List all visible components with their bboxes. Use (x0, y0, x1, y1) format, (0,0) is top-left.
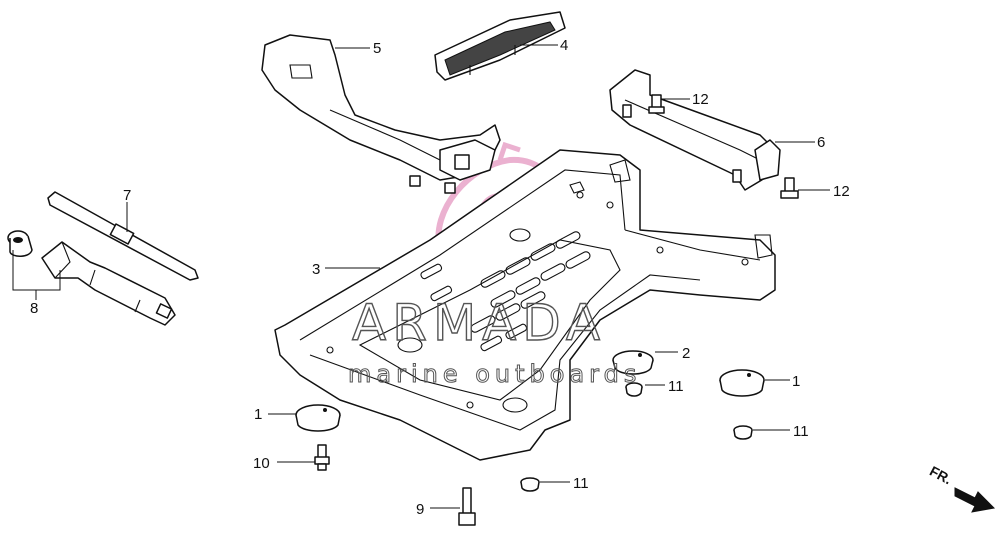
part-8-socket-wrench (7, 230, 176, 326)
part-2-grommet (612, 350, 654, 375)
leader-lines (12, 44, 830, 509)
part-6-bracket (609, 69, 781, 191)
front-direction-label: FR. (927, 463, 954, 488)
callout-4: 4 (560, 37, 568, 54)
part-5-bracket (261, 34, 501, 194)
watermark: ARMADA marine outboards (348, 293, 641, 388)
callout-11b: 11 (793, 423, 809, 440)
front-direction-arrow-icon: FR. (927, 463, 996, 513)
part-1-grommet-right (719, 369, 765, 397)
part-12-bolt-b (780, 177, 799, 199)
watermark-brand: ARMADA (352, 294, 606, 352)
part-10-stud (314, 444, 330, 471)
watermark-tagline: marine outboards (348, 360, 641, 388)
part-11-nut-c (520, 477, 540, 492)
callout-2: 2 (682, 345, 690, 362)
callout-9: 9 (416, 501, 424, 518)
callout-10: 10 (253, 455, 270, 472)
callout-5: 5 (373, 40, 381, 57)
callout-7: 7 (123, 187, 131, 204)
part-12-bolt-a (648, 94, 665, 114)
callout-8: 8 (30, 300, 38, 317)
callout-6: 6 (817, 134, 825, 151)
callout-11a: 11 (668, 378, 684, 395)
part-11-nut-a (625, 382, 643, 397)
callout-12a: 12 (692, 91, 709, 108)
callout-1a: 1 (254, 406, 262, 423)
part-7-tool-bar (47, 191, 199, 281)
part-3-main-plate (274, 149, 776, 461)
callout-labels: 5 4 12 6 12 7 3 8 2 11 1 11 11 1 10 9 (30, 37, 850, 518)
part-4-bar-bracket (434, 11, 566, 81)
callout-11c: 11 (573, 475, 589, 492)
plate-slots (420, 231, 591, 352)
callout-1b: 1 (792, 373, 800, 390)
callout-12b: 12 (833, 183, 850, 200)
part-9-bolt (458, 487, 476, 526)
part-11-nut-b (733, 425, 753, 440)
callout-3: 3 (312, 261, 320, 278)
part-1-grommet-left (295, 404, 341, 432)
